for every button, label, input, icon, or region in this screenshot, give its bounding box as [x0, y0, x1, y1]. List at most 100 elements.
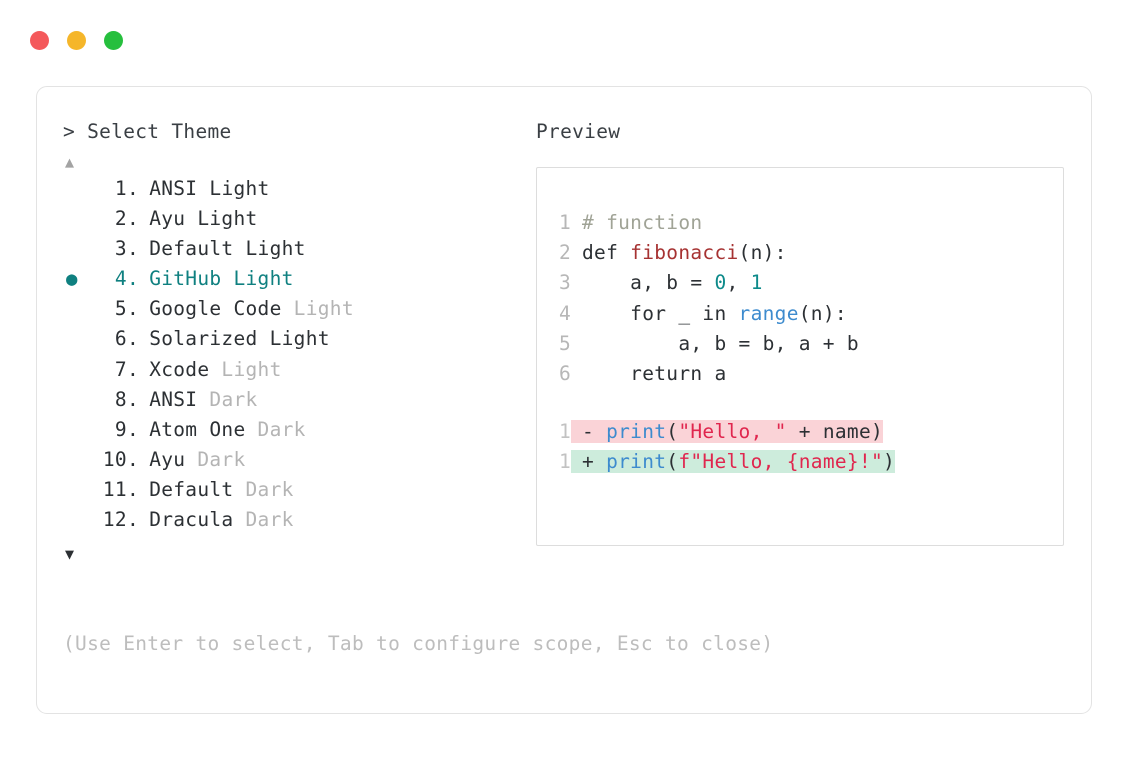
code-token: (n):: [798, 301, 847, 325]
theme-item-index: 9.: [102, 417, 139, 441]
theme-list-item[interactable]: 10.Ayu Dark: [63, 448, 533, 478]
theme-item-variant: Light: [209, 357, 282, 381]
line-number: 6: [558, 361, 571, 385]
theme-item-variant: Dark: [185, 447, 246, 471]
theme-picker-column: > Select Theme ▲ 1. ANSI Light 2.Ayu Ligh…: [63, 119, 533, 565]
code-line: 6 return a: [537, 362, 1063, 392]
theme-list-item[interactable]: 11. Default Dark: [63, 478, 533, 508]
code-token: for _ in: [582, 301, 739, 325]
theme-item-name: ANSI: [149, 177, 198, 200]
code-line-text: a, b = b, a + b: [571, 332, 859, 355]
theme-list-item[interactable]: ● 4.GitHub Light: [63, 267, 533, 297]
theme-list-item[interactable]: 1. ANSI Light: [63, 177, 533, 207]
code-line-text: + print(f"Hello, {name}!"): [571, 450, 896, 474]
code-token: print: [606, 450, 667, 474]
theme-list-item[interactable]: 3. Default Light: [63, 237, 533, 267]
theme-item-variant: Dark: [233, 477, 294, 501]
theme-list-item[interactable]: 5. Google Code Light: [63, 297, 533, 327]
minimize-dot[interactable]: [67, 31, 86, 50]
keyboard-hint: (Use Enter to select, Tab to configure s…: [63, 632, 774, 655]
theme-item-variant: Light: [281, 297, 354, 321]
line-number: 1: [558, 211, 571, 234]
theme-item-variant: Light: [257, 327, 330, 351]
code-token: + name): [786, 420, 884, 444]
theme-item-name: Dracula: [149, 508, 234, 532]
code-token: (n):: [738, 241, 787, 265]
theme-item-name: Default: [149, 477, 234, 501]
line-number: 1: [558, 420, 571, 444]
theme-item-index: 6.: [102, 327, 139, 351]
code-token: (: [666, 450, 679, 474]
theme-list: 1. ANSI Light 2.Ayu Light 3. Default Light…: [63, 177, 533, 538]
theme-item-index: 7.: [102, 357, 139, 381]
code-token: a, b = b, a + b: [582, 331, 859, 355]
line-number: 3: [558, 271, 571, 295]
line-number: 4: [558, 301, 571, 325]
theme-item-variant: Dark: [197, 387, 258, 411]
page-title: > Select Theme: [63, 120, 232, 143]
code-line-text: for _ in range(n):: [571, 302, 847, 325]
theme-item-index: 4.: [102, 267, 139, 291]
code-token: -: [582, 420, 607, 444]
code-line: 5 a, b = b, a + b: [537, 332, 1063, 362]
code-token: "Hello, ": [678, 420, 787, 444]
theme-item-index: 8.: [102, 387, 139, 411]
line-number: 5: [558, 331, 571, 355]
maximize-dot[interactable]: [104, 31, 123, 50]
theme-item-name: Solarized: [149, 327, 258, 351]
theme-item-variant: Dark: [233, 508, 294, 532]
theme-item-index: 11.: [102, 477, 139, 501]
code-token: 1: [750, 271, 763, 295]
theme-item-variant: Dark: [245, 417, 306, 441]
code-token: a, b =: [582, 271, 715, 295]
theme-list-item[interactable]: 8. ANSI Dark: [63, 388, 533, 418]
code-line-text: return a: [571, 362, 726, 385]
selected-bullet-icon: ●: [66, 268, 78, 291]
code-line-text: a, b = 0, 1: [571, 271, 763, 294]
code-diff-spacer: [537, 392, 1063, 420]
theme-item-name: Ayu: [149, 447, 186, 471]
theme-list-item[interactable]: 2.Ayu Light: [63, 207, 533, 237]
code-token: fibonacci: [630, 241, 739, 265]
theme-item-index: 5.: [102, 297, 139, 321]
line-number: 2: [558, 241, 571, 265]
theme-selector-card: > Select Theme ▲ 1. ANSI Light 2.Ayu Ligh…: [36, 86, 1092, 714]
theme-item-variant: Light: [233, 237, 306, 261]
scroll-down-icon[interactable]: ▼: [65, 545, 75, 564]
code-token: def: [582, 241, 631, 265]
code-line-text: def fibonacci(n):: [571, 241, 787, 264]
code-token: return a: [582, 361, 727, 385]
code-diff-sample: 1- print("Hello, " + name)1+ print(f"Hel…: [537, 420, 1063, 480]
code-token: # function: [582, 211, 703, 234]
theme-item-index: 1.: [102, 177, 139, 200]
theme-item-index: 3.: [102, 237, 139, 261]
theme-item-name: Atom One: [149, 417, 246, 441]
theme-list-item[interactable]: 9. Atom One Dark: [63, 418, 533, 448]
theme-list-item[interactable]: 6. Solarized Light: [63, 327, 533, 357]
code-diff-line: 1+ print(f"Hello, {name}!"): [537, 450, 1063, 480]
code-line-text: # function: [571, 211, 702, 234]
theme-list-item[interactable]: 12.Dracula Dark: [63, 508, 533, 538]
preview-title: Preview: [536, 120, 621, 143]
theme-item-name: Google Code: [149, 297, 282, 321]
code-token: (: [666, 420, 679, 444]
theme-item-name: Default: [149, 237, 234, 261]
code-token: ,: [726, 271, 751, 295]
theme-list-item[interactable]: 7.Xcode Light: [63, 358, 533, 388]
code-line: 4 for _ in range(n):: [537, 302, 1063, 332]
theme-item-name: ANSI: [149, 387, 198, 411]
theme-item-name: Ayu: [149, 207, 186, 231]
scroll-up-icon[interactable]: ▲: [65, 153, 75, 171]
code-token: f"Hello, {name}!": [678, 450, 884, 474]
line-number: 1: [558, 450, 571, 474]
code-line: 3 a, b = 0, 1: [537, 271, 1063, 301]
close-dot[interactable]: [30, 31, 49, 50]
code-token: 0: [714, 271, 727, 295]
code-token: +: [582, 450, 607, 474]
theme-item-variant: Light: [197, 177, 270, 200]
theme-item-variant: Light: [185, 207, 258, 231]
